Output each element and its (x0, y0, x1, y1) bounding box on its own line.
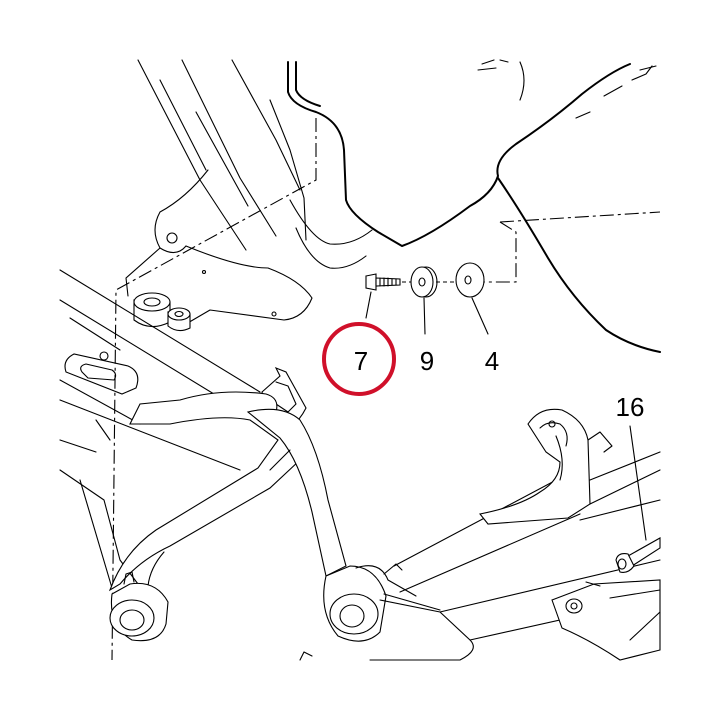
callout-4-label: 4 (485, 346, 499, 376)
fastener-16-bolt (615, 537, 661, 573)
fastener-9-spacer (410, 266, 458, 298)
center-lines (111, 118, 661, 661)
callout-9-label: 9 (420, 346, 434, 376)
callout-7-label: 7 (354, 346, 368, 376)
fastener-7-bolt (365, 273, 414, 291)
frame-structure (59, 59, 373, 589)
swing-arm (108, 391, 441, 642)
leader-lines (365, 291, 647, 541)
callout-16-label: 16 (616, 392, 645, 422)
fairing-outline (287, 59, 661, 353)
highlight-ring (322, 322, 396, 396)
right-bracket (299, 408, 661, 661)
fastener-4-washer (455, 262, 485, 298)
